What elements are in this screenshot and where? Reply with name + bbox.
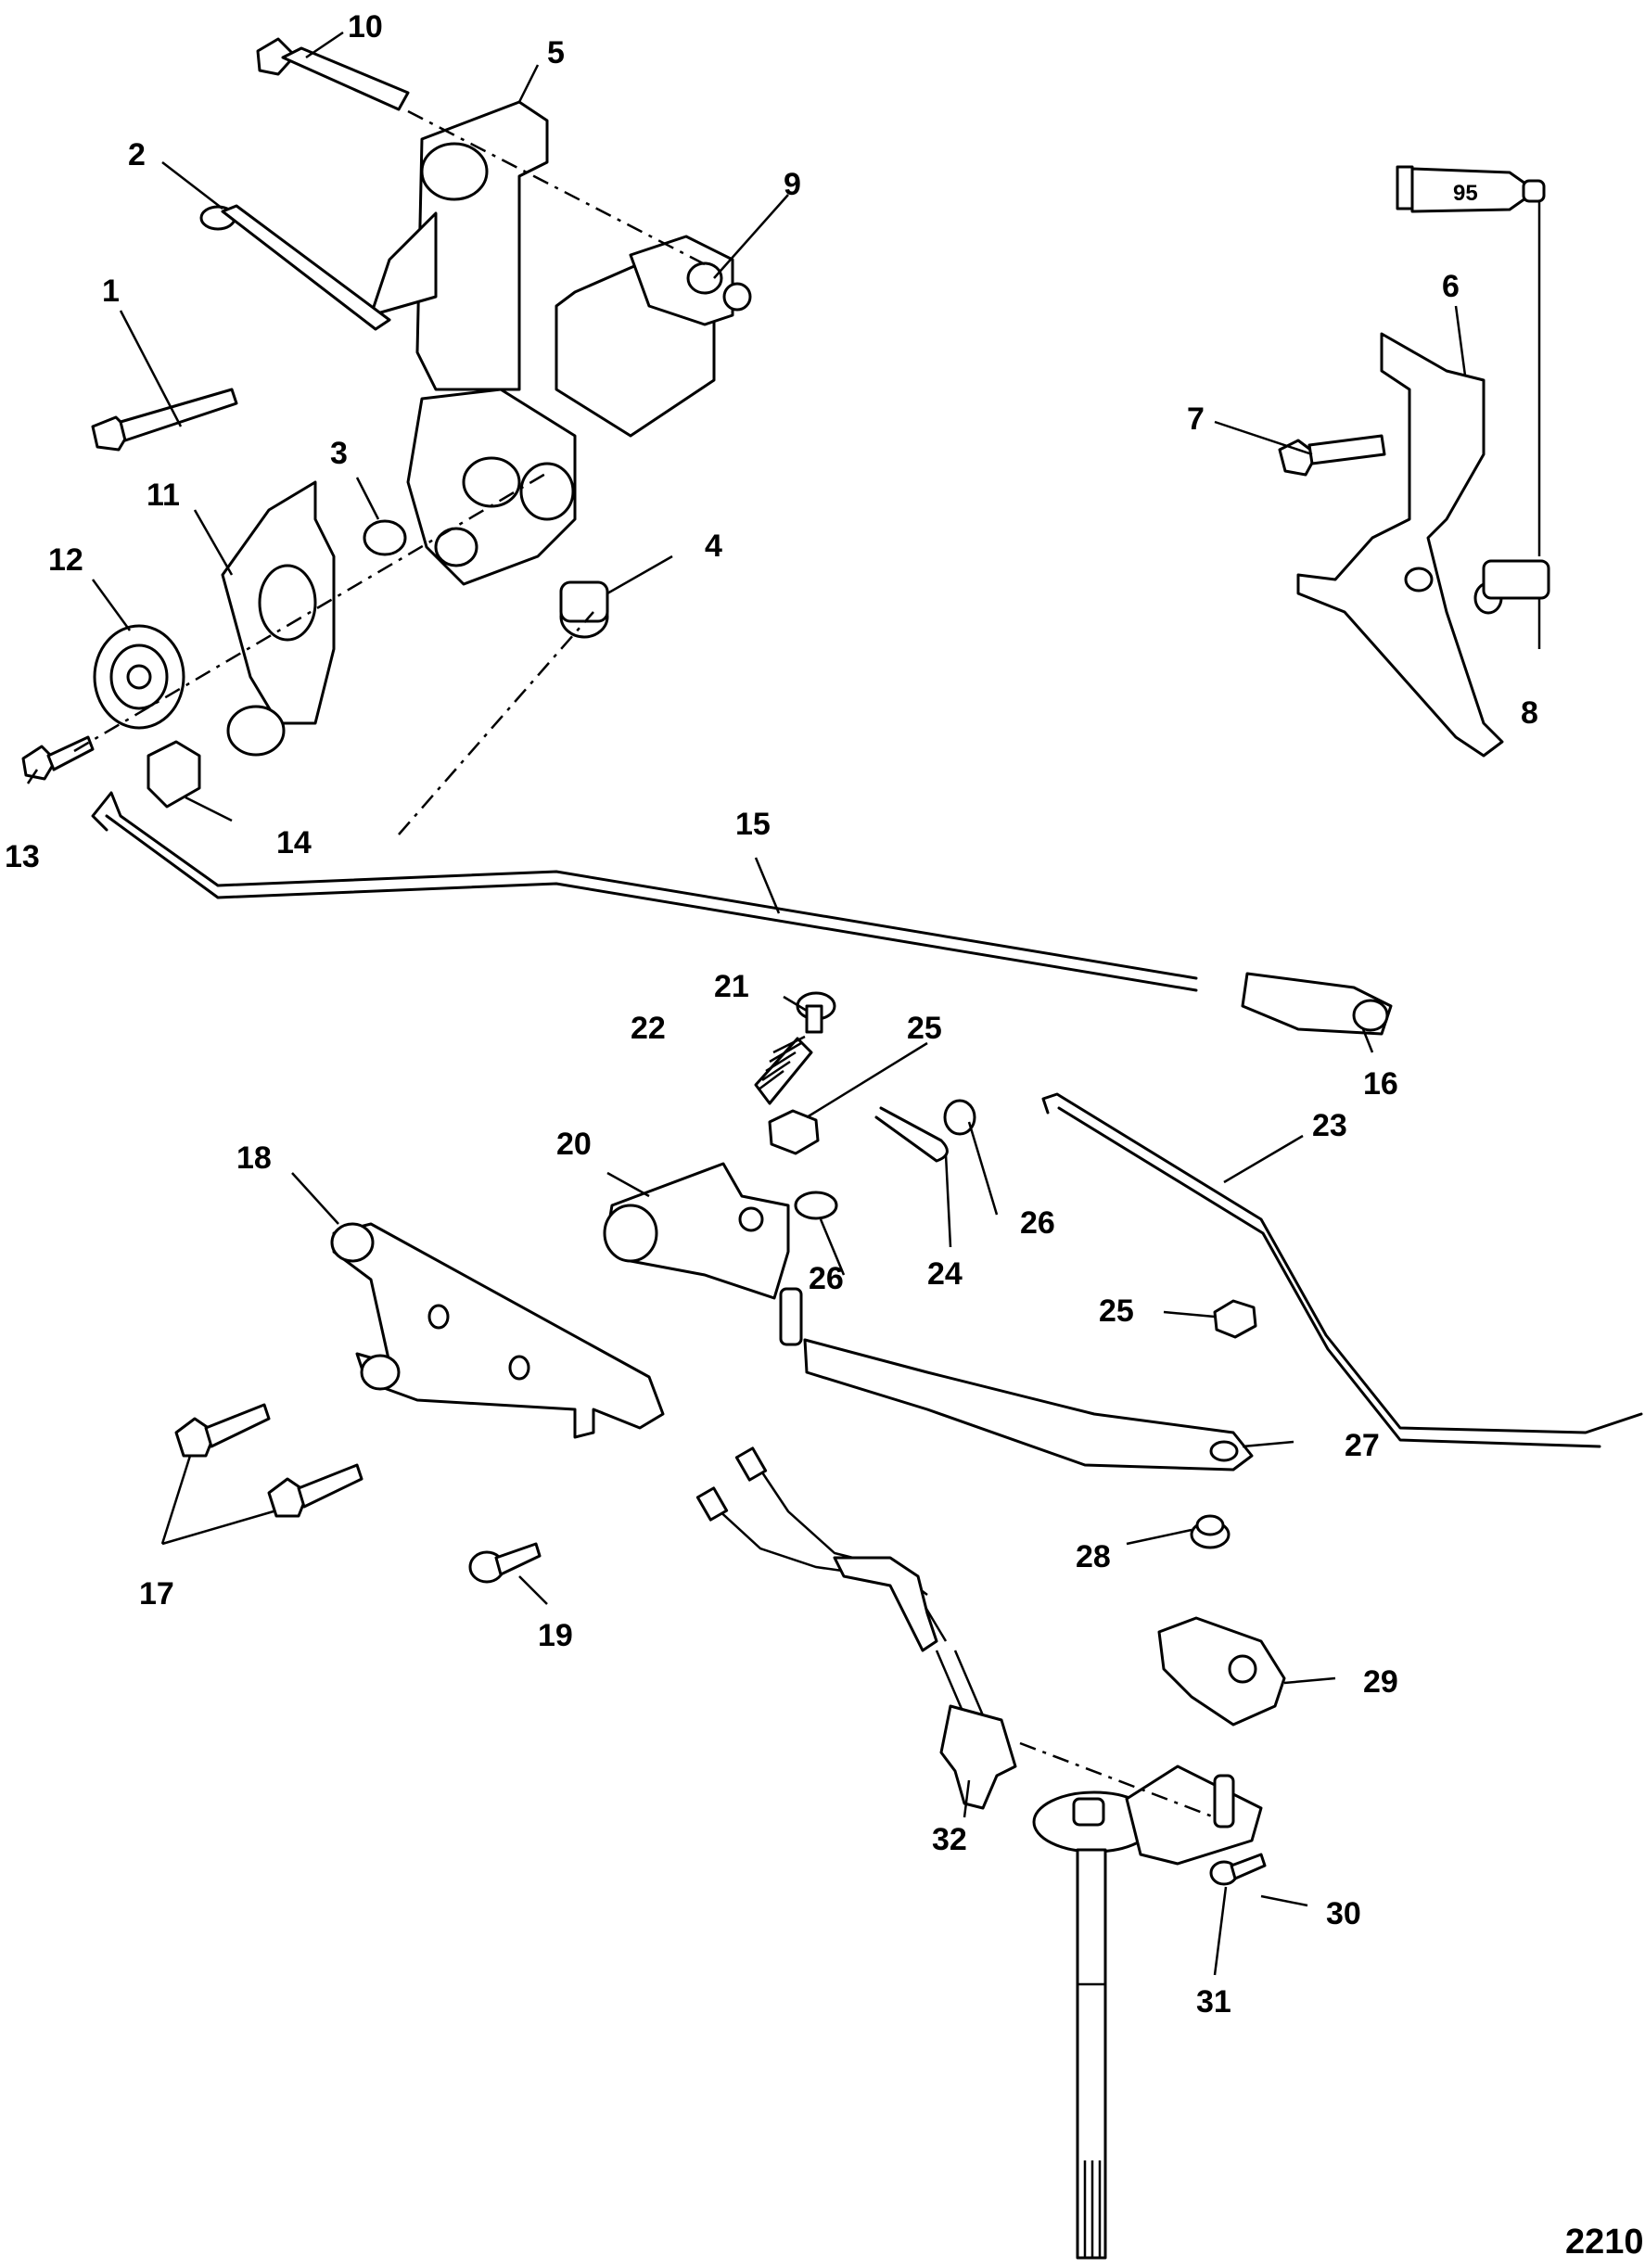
callout-7: 7 [1187,401,1205,437]
part-5-bracket [369,100,577,586]
part-9-clip [555,235,752,438]
callout-32: 31 [1196,1984,1231,2020]
part-13-screw [21,735,95,781]
leader-lines [26,31,1541,1976]
callout-31: 32 [932,1822,967,1857]
callout-20: 20 [556,1127,592,1162]
part-2-pin [199,204,391,331]
part-18-bracket [330,1222,665,1439]
part-21-screw [796,991,836,1034]
part-22-spring [754,1035,813,1105]
callout-21: 21 [714,969,749,1004]
sealant-tube: 95 [1396,165,1546,556]
part-25-nut [768,1109,820,1155]
part-32-screw [1209,1853,1267,1886]
callout-2: 2 [128,137,146,172]
part-28-grommet [1190,1514,1231,1549]
callout-15: 15 [735,807,771,842]
callout-9: 9 [784,167,801,202]
callout-16: 16 [1363,1066,1398,1102]
part-3-nut [363,519,407,556]
part-26-washer [943,1099,976,1136]
part-12-pulley [93,624,185,730]
callout-29: 29 [1363,1664,1398,1700]
callout-3: 3 [330,436,348,471]
part-31-wire-harness [695,1446,1017,1810]
part-23-rod [1041,1092,1643,1448]
callout-26: 26 [809,1261,844,1296]
callout-11: 11 [147,478,180,513]
callout-28: 28 [1076,1539,1111,1574]
callout-8: 8 [1521,695,1538,731]
part-24-cotter-pin [874,1106,949,1163]
assembly-line [407,109,706,266]
callout-30: 30 [1326,1896,1361,1931]
part-17-screw [174,1403,271,1458]
callout-22: 22 [631,1011,666,1046]
callout-12: 12 [48,542,83,578]
part-1-screw [91,388,238,452]
callouts: 10 5 2 9 1 6 7 3 11 4 12 8 13 14 15 21 2… [5,9,1644,2262]
callout-6: 6 [1442,269,1460,304]
part-7-bolt [1278,434,1386,477]
callout-1: 1 [102,274,120,309]
callout-13: 13 [5,839,40,874]
part-20-block [603,1162,790,1300]
part-16-rod-end [1241,972,1393,1036]
callout-5: 5 [547,35,565,70]
callout-24: 24 [927,1256,963,1292]
part-15-link-rod [91,791,1198,992]
callout-17: 17 [139,1576,174,1612]
part-26-washer [794,1191,838,1220]
part-27-arm [779,1287,1254,1472]
part-6-bracket [1296,332,1504,758]
part-11-lever [221,480,336,757]
callout-14: 14 [276,825,312,860]
part-30-shaft [1032,1765,1263,2260]
callout-25: 25 [1099,1293,1134,1329]
assembly-line [73,471,548,753]
assembly-line [398,611,594,835]
callout-27: 27 [1345,1428,1380,1463]
sealant-number: 95 [1453,181,1478,206]
callout-25: 25 [907,1011,942,1046]
part-14-clip [147,740,201,809]
part-19-screw [468,1542,542,1584]
callout-23: 23 [1312,1108,1347,1143]
part-8-bushing [1473,559,1550,615]
part-17-screw [267,1463,363,1518]
callout-4: 4 [705,529,722,564]
part-10-bolt [256,37,410,111]
part-4-bushing [559,580,609,639]
part-25-nut [1213,1299,1257,1339]
callout-10: 10 [348,9,383,45]
part-29-switch-cam [1157,1616,1286,1726]
figure-number: 2210 [1565,2223,1644,2262]
callout-26: 26 [1020,1205,1055,1241]
callout-19: 19 [538,1618,573,1653]
callout-18: 18 [236,1140,272,1176]
